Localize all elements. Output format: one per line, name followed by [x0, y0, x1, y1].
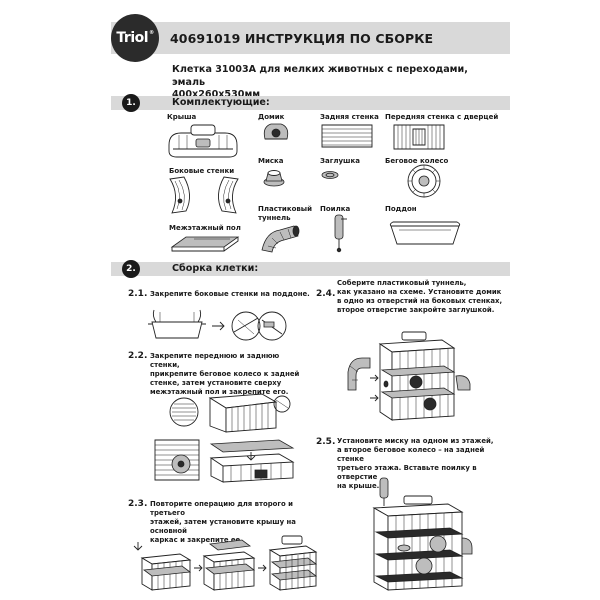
step-2-3-text: Повторите операцию для второго и третьег…: [150, 500, 315, 545]
tunnel-illustration: [258, 222, 302, 254]
step-2-1-text: Закрепите боковые стенки на поддоне.: [150, 290, 310, 299]
section-2-bar: [111, 262, 510, 276]
product-title-line2: 400х260х530мм: [172, 89, 261, 100]
page-title: 40691019 ИНСТРУКЦИЯ ПО СБОРКЕ: [170, 31, 434, 46]
house-illustration: [262, 121, 290, 143]
drinker-illustration: [327, 213, 351, 253]
part-label-plug: Заглушка: [320, 157, 360, 165]
roof-illustration: [163, 121, 243, 163]
step-2-3-line: Повторите операцию для второго и третьег…: [150, 500, 293, 517]
part-label-bowl: Миска: [258, 157, 284, 165]
step-2-4-line: Соберите пластиковый туннель,: [337, 279, 467, 287]
product-title: Клетка 31003A для мелких животных с пере…: [172, 64, 502, 102]
step-2-3-line: каркас и закрепите ее.: [150, 536, 243, 544]
step-2-3-line: этажей, затем установите крышу на основн…: [150, 518, 296, 535]
section-1-number: 1.: [122, 94, 140, 112]
step-2-2-line: прикрепите беговое колесо к задней: [150, 370, 300, 378]
header-bar: [111, 22, 510, 54]
step-2-1-line: Закрепите боковые стенки на поддоне.: [150, 290, 310, 298]
step-2-1-illustration: [146, 304, 296, 346]
part-label-back-wall: Задняя стенка: [320, 113, 379, 121]
section-2-number: 2.: [122, 260, 140, 278]
part-label-tunnel-line1: Пластиковый: [258, 205, 313, 213]
step-2-5-illustration: [364, 478, 476, 592]
brand-logo: Triol®: [111, 14, 159, 62]
step-2-1-number: 2.1.: [128, 289, 148, 299]
step-2-2-line: Закрепите переднюю и заднюю стенки,: [150, 352, 280, 369]
product-title-line1: Клетка 31003A для мелких животных с пере…: [172, 64, 468, 88]
step-2-5-line: Установите миску на одном из этажей,: [337, 437, 494, 445]
step-2-2-line: межэтажный пол и закрепите его.: [150, 388, 289, 396]
part-label-front-wall: Передняя стенка с дверцей: [385, 113, 499, 121]
step-2-5-line: третьего этажа. Вставьте поилку в отверс…: [337, 464, 477, 481]
step-2-4-text: Соберите пластиковый туннель, как указан…: [337, 279, 507, 315]
step-2-3-number: 2.3.: [128, 499, 148, 509]
step-2-5-number: 2.5.: [316, 437, 336, 447]
step-2-4-line: как указано на схеме. Установите домик: [337, 288, 502, 296]
step-2-2-frame-illustration: [166, 388, 294, 434]
step-2-4-line: второе отверстие закройте заглушкой.: [337, 306, 495, 314]
brand-logo-text: Triol: [116, 30, 149, 46]
step-2-2-line: стенке, затем установите сверху: [150, 379, 282, 387]
floor-illustration: [170, 233, 240, 255]
part-label-drinker: Поилка: [320, 205, 351, 213]
part-label-side-walls: Боковые стенки: [169, 167, 235, 175]
part-label-wheel: Беговое колесо: [385, 157, 449, 165]
front-wall-illustration: [393, 124, 445, 150]
step-2-5-line: а второе беговое колесо – на задней стен…: [337, 446, 485, 463]
side-walls-illustration: [166, 175, 242, 215]
brand-logo-mark: ®: [149, 30, 154, 36]
step-2-3-illustration: [130, 530, 320, 592]
plug-illustration: [320, 170, 340, 180]
back-wall-illustration: [321, 124, 373, 148]
part-label-house: Домик: [258, 113, 285, 121]
part-label-floor: Межэтажный пол: [169, 224, 241, 232]
tray-illustration: [387, 218, 463, 248]
section-2-title: Сборка клетки:: [172, 263, 259, 274]
section-1-bar: [111, 96, 510, 110]
section-1-title: Комплектующие:: [172, 97, 270, 108]
part-label-roof: Крыша: [167, 113, 197, 121]
part-label-tunnel: Пластиковый туннель: [258, 205, 312, 222]
wheel-illustration: [406, 163, 442, 199]
step-2-2-text: Закрепите переднюю и заднюю стенки, прик…: [150, 352, 310, 397]
bowl-illustration: [262, 166, 286, 188]
part-label-tray: Поддон: [385, 205, 417, 213]
step-2-5-line: на крыше.: [337, 482, 380, 490]
step-2-5-text: Установите миску на одном из этажей, а в…: [337, 437, 507, 491]
step-2-2-wheel-illustration: [151, 436, 297, 482]
step-2-2-number: 2.2.: [128, 351, 148, 361]
step-2-4-number: 2.4.: [316, 289, 336, 299]
step-2-4-line: в одно из отверстий на боковых стенках,: [337, 297, 503, 305]
part-label-tunnel-line2: туннель: [258, 213, 291, 222]
step-2-4-illustration: [346, 328, 476, 424]
